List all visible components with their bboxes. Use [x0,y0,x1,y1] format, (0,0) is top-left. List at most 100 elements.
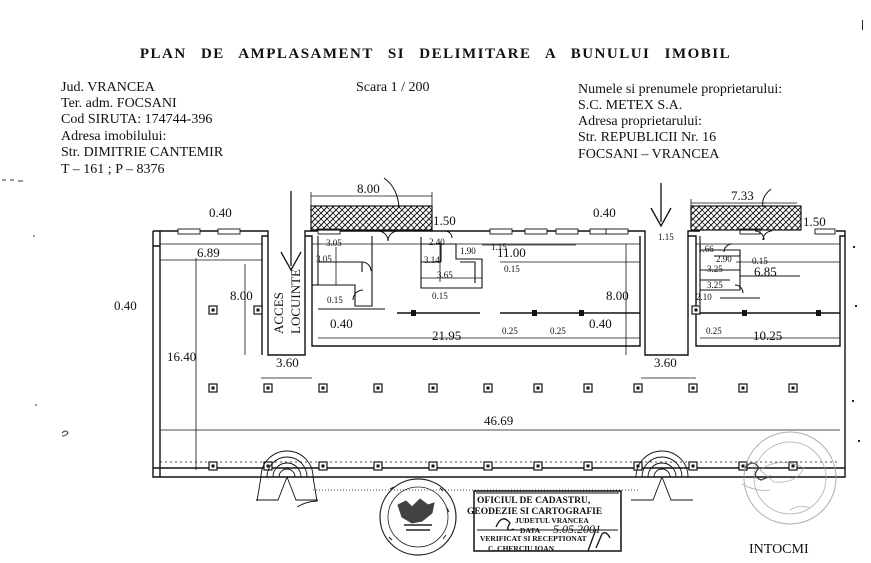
column-marker-core [266,464,270,468]
stamp-line-2: GEODEZIE SI CARTOGRAFIE [467,507,602,517]
dim-label: 1.15 [658,232,674,242]
column-marker-core [791,464,795,468]
owner-address-label: Adresa proprietarului: [578,114,703,129]
stamp-line-1: OFICIUL DE CADASTRU, [477,496,591,506]
owner-city: FOCSANI – VRANCEA [578,147,720,162]
dim-label: 1.50 [433,213,456,228]
dim-label: 0.25 [706,326,722,336]
access-arrow-right [650,183,672,228]
column-marker-core [536,386,540,390]
dim-label: 3.05 [326,238,342,248]
dim-label: 1.15 [491,242,507,252]
fence-line [160,461,840,491]
dim-label: 0.25 [502,326,518,336]
stamp-line-5: VERIFICAT SI RECEPTIONAT [480,534,587,543]
scan-marks [852,20,863,442]
structural-columns [208,305,798,471]
column-marker-core [636,386,640,390]
leader-line [383,177,400,209]
column-marker-core [256,308,260,312]
column-marker-core [741,464,745,468]
stamp-line-6: C. CHERCIU IOAN [488,544,555,553]
signature-scribble [587,528,611,552]
dim-label: 46.69 [484,413,513,428]
access-arrow-left [280,191,302,272]
interior-walls [312,236,640,314]
door-swings [352,230,773,301]
footer-text: INTOCMI [749,542,809,557]
building-outline [152,230,846,478]
dim-label: 16.40 [167,349,196,364]
dim-label: 1.66 [698,244,714,254]
dim-label: 6.85 [754,264,777,279]
dim-label: 2.10 [696,292,712,302]
column-marker-core [211,308,215,312]
dim-label: 0.40 [209,205,232,220]
access-label-line1: ACCES [271,292,286,334]
scale-label: Scara 1 / 200 [356,80,430,95]
dim-label: 10.25 [753,328,782,343]
column-marker-core [791,386,795,390]
stamp-line-3: JUDETUL VRANCEA [515,516,589,525]
leader-line [762,188,772,208]
window-marks [177,228,836,235]
entrance-steps [256,450,693,508]
column-marker-core [691,464,695,468]
owner-label: Numele si prenumele proprietarului: [578,82,783,97]
column-marker-core [211,464,215,468]
dim-label: 8.00 [606,288,629,303]
dim-label: 8.00 [357,181,380,196]
siruta-code: Cod SIRUTA: 174744-396 [61,112,213,127]
dim-label: 7.33 [731,188,754,203]
property-street: Str. DIMITRIE CANTEMIR [61,145,224,160]
cadastre-stamp: OFICIUL DE CADASTRU, GEODEZIE SI CARTOGR… [467,490,622,553]
dim-label: 0.25 [550,326,566,336]
column-marker-core [586,386,590,390]
round-seal-left [379,478,457,556]
column-marker-core [691,386,695,390]
dim-label: 3.60 [276,355,299,370]
round-seal-right [741,431,837,525]
owner-name: S.C. METEX S.A. [578,98,683,113]
territory: Ter. adm. FOCSANI [61,96,177,111]
dim-label: 6.89 [197,245,220,260]
column-marker-core [376,464,380,468]
dim-label: 8.00 [230,288,253,303]
right-block-rooms [696,236,840,314]
column-marker-core [321,386,325,390]
county: Jud. VRANCEA [61,80,155,95]
access-label-line2: LOCUINTE [288,269,303,334]
column-marker-core [486,464,490,468]
column-marker-core [536,464,540,468]
dim-label: 0.40 [114,298,137,313]
dim-label: 0.40 [330,316,353,331]
dim-label: 1.90 [460,246,476,256]
dim-label: 2.90 [716,254,732,264]
dim-label: 3.60 [654,355,677,370]
dim-label: 11.00 [497,245,526,260]
dim-label: 3.25 [707,264,723,274]
dim-label: 0.15 [432,291,448,301]
stamp-date-handwritten: 5.05.2001 [553,522,601,536]
canopy-hatch-left [310,205,433,231]
dim-label: 0.40 [593,205,616,220]
owner-street: Str. REPUBLICII Nr. 16 [578,130,717,145]
column-marker-core [321,464,325,468]
property-address-label: Adresa imobilului: [61,129,167,144]
canopy-hatch-right [690,205,802,231]
column-marker-core [431,386,435,390]
column-marker-core [694,308,698,312]
stamp-line-4: DATA [520,526,541,535]
scan-marks [2,179,69,437]
column-marker-core [431,464,435,468]
signature-scribble [495,518,515,531]
interior-piers [411,310,821,316]
column-marker-core [486,386,490,390]
column-marker-core [586,464,590,468]
dimension-lines [160,192,840,470]
dim-label: 21.95 [432,328,461,343]
dim-label: 0.40 [589,316,612,331]
dim-label: 3.65 [437,270,453,280]
dim-label: 3.14 [424,255,440,265]
